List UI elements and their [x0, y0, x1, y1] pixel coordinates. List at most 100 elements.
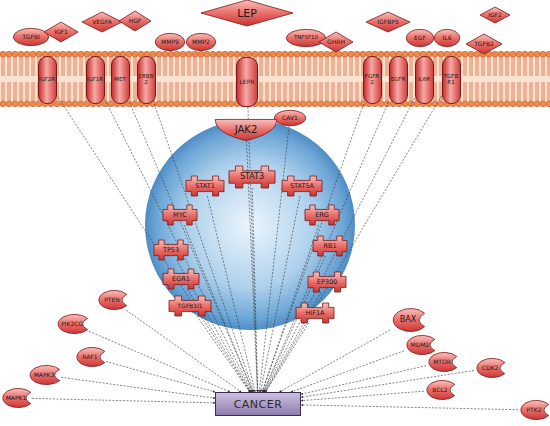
dashed-connector [61, 377, 215, 398]
node-label: STAT1 [195, 183, 215, 190]
node-label: ERBB2 [138, 74, 155, 86]
node-label: MTOR [433, 359, 451, 365]
shape-fill [286, 29, 325, 46]
node-label: EGR1 [172, 276, 190, 283]
shape-fill [313, 236, 347, 256]
ligand-diamond: GHRH [319, 32, 353, 52]
shape-fill [30, 365, 60, 384]
node-label: CANCER [234, 399, 283, 410]
shape-fill [521, 400, 549, 419]
ligand-ellipse: EGF [406, 29, 434, 47]
node-label: MET [112, 77, 129, 83]
shape-fill [13, 28, 48, 45]
node-label: MYC [173, 212, 187, 219]
shape-fill [215, 119, 276, 140]
shape-fill [77, 347, 105, 366]
shape-fill [82, 12, 122, 32]
dashed-connector [263, 102, 388, 392]
receptor-shape: MET [111, 56, 130, 104]
dashed-connector [301, 366, 426, 395]
shape-fill [282, 176, 322, 196]
ligand-ellipse: CAV1 [274, 110, 306, 126]
node-label: IGF2R [39, 77, 56, 83]
gene-node: RB1 [313, 236, 347, 256]
dashed-connector [57, 95, 251, 392]
receptor-shape: FGFR2 [363, 56, 382, 104]
dashed-connector [154, 104, 254, 392]
ligand-diamond: LEP [201, 0, 293, 26]
ligand-ellipse: IL6 [434, 29, 460, 47]
receptor-shape: ERBB2 [137, 56, 156, 104]
dashed-connector [106, 362, 215, 393]
node-label: GHRH [327, 39, 345, 45]
shape-fill [186, 176, 224, 196]
dashed-connector [252, 188, 257, 392]
node-label: TGFB2 [474, 41, 494, 47]
shape-fill [406, 29, 433, 46]
node-label: MAPK1 [6, 395, 27, 401]
shape-fill [155, 33, 184, 50]
receptor-shape: IGF1R [86, 56, 105, 104]
dashed-connector [197, 316, 250, 392]
node-label: ERG [315, 212, 329, 219]
protein-crescent: MAPK1 [0, 388, 32, 408]
shape-fill [274, 110, 305, 125]
gene-node: STAT1 [186, 176, 224, 196]
node-label: HGF [129, 18, 142, 24]
node-label: PIK3CG [61, 321, 83, 327]
node-label: TNFSF10 [294, 35, 318, 41]
node-label: TGFBI [22, 34, 40, 40]
node-label: PTK2 [526, 407, 541, 413]
protein-crescent: BCL2 [424, 380, 456, 400]
node-label: MMP9 [161, 39, 179, 45]
shape-fill [305, 205, 339, 225]
node-label: TP53 [163, 247, 179, 254]
node-label: LEPR [237, 79, 257, 85]
shape-fill [393, 308, 424, 331]
dashed-connector [301, 405, 518, 410]
node-label: BCL2 [432, 387, 447, 393]
dashed-connector [291, 351, 404, 392]
node-label: CDK2 [482, 365, 499, 371]
shape-fill [163, 269, 199, 289]
shape-fill [154, 240, 188, 260]
shape-fill [407, 335, 435, 354]
node-label: IL6R [416, 77, 433, 83]
shape-fill [308, 272, 346, 292]
receptor-shape: IGF2R [38, 56, 57, 104]
dashed-connector [266, 323, 309, 392]
ligand-ellipse: TGFBI [13, 28, 49, 46]
ligand-diamond: VEGFA [82, 12, 122, 32]
shape-fill [480, 7, 510, 23]
shape-fill [3, 388, 31, 407]
node-label: EP300 [317, 279, 337, 286]
node-label: IL6 [443, 35, 452, 41]
shape-fill [163, 205, 197, 225]
shape-fill [434, 29, 459, 46]
ligand-diamond: TGFB2 [466, 34, 502, 54]
gene-node: HIF1A [296, 303, 334, 323]
gene-node: EGR1 [163, 269, 199, 289]
shape-fill [429, 352, 457, 371]
dashed-connector [279, 330, 390, 392]
membrane-band [0, 51, 550, 107]
node-label: IGF1 [54, 29, 68, 35]
gene-node: ERG [305, 205, 339, 225]
node-label: PTEN [104, 297, 120, 303]
dashed-connector [130, 102, 253, 392]
node-label: TGFB1I1 [177, 303, 202, 309]
shape-fill [319, 32, 353, 52]
node-label: FGFR2 [364, 74, 381, 86]
node-label: STAT5A [290, 183, 314, 190]
node-label: IGF2 [488, 12, 502, 18]
ligand-diamond: IGFBP5 [366, 12, 410, 32]
protein-crescent: CDK2 [474, 358, 506, 378]
protein-crescent: BAX [390, 308, 426, 332]
shape-fill [477, 358, 505, 377]
shape-fill [119, 11, 151, 31]
dashed-connector [262, 104, 363, 392]
ligand-ellipse: TNFSF10 [286, 29, 326, 47]
ligand-diamond: HGF [119, 11, 151, 31]
dashed-connector [89, 331, 230, 392]
